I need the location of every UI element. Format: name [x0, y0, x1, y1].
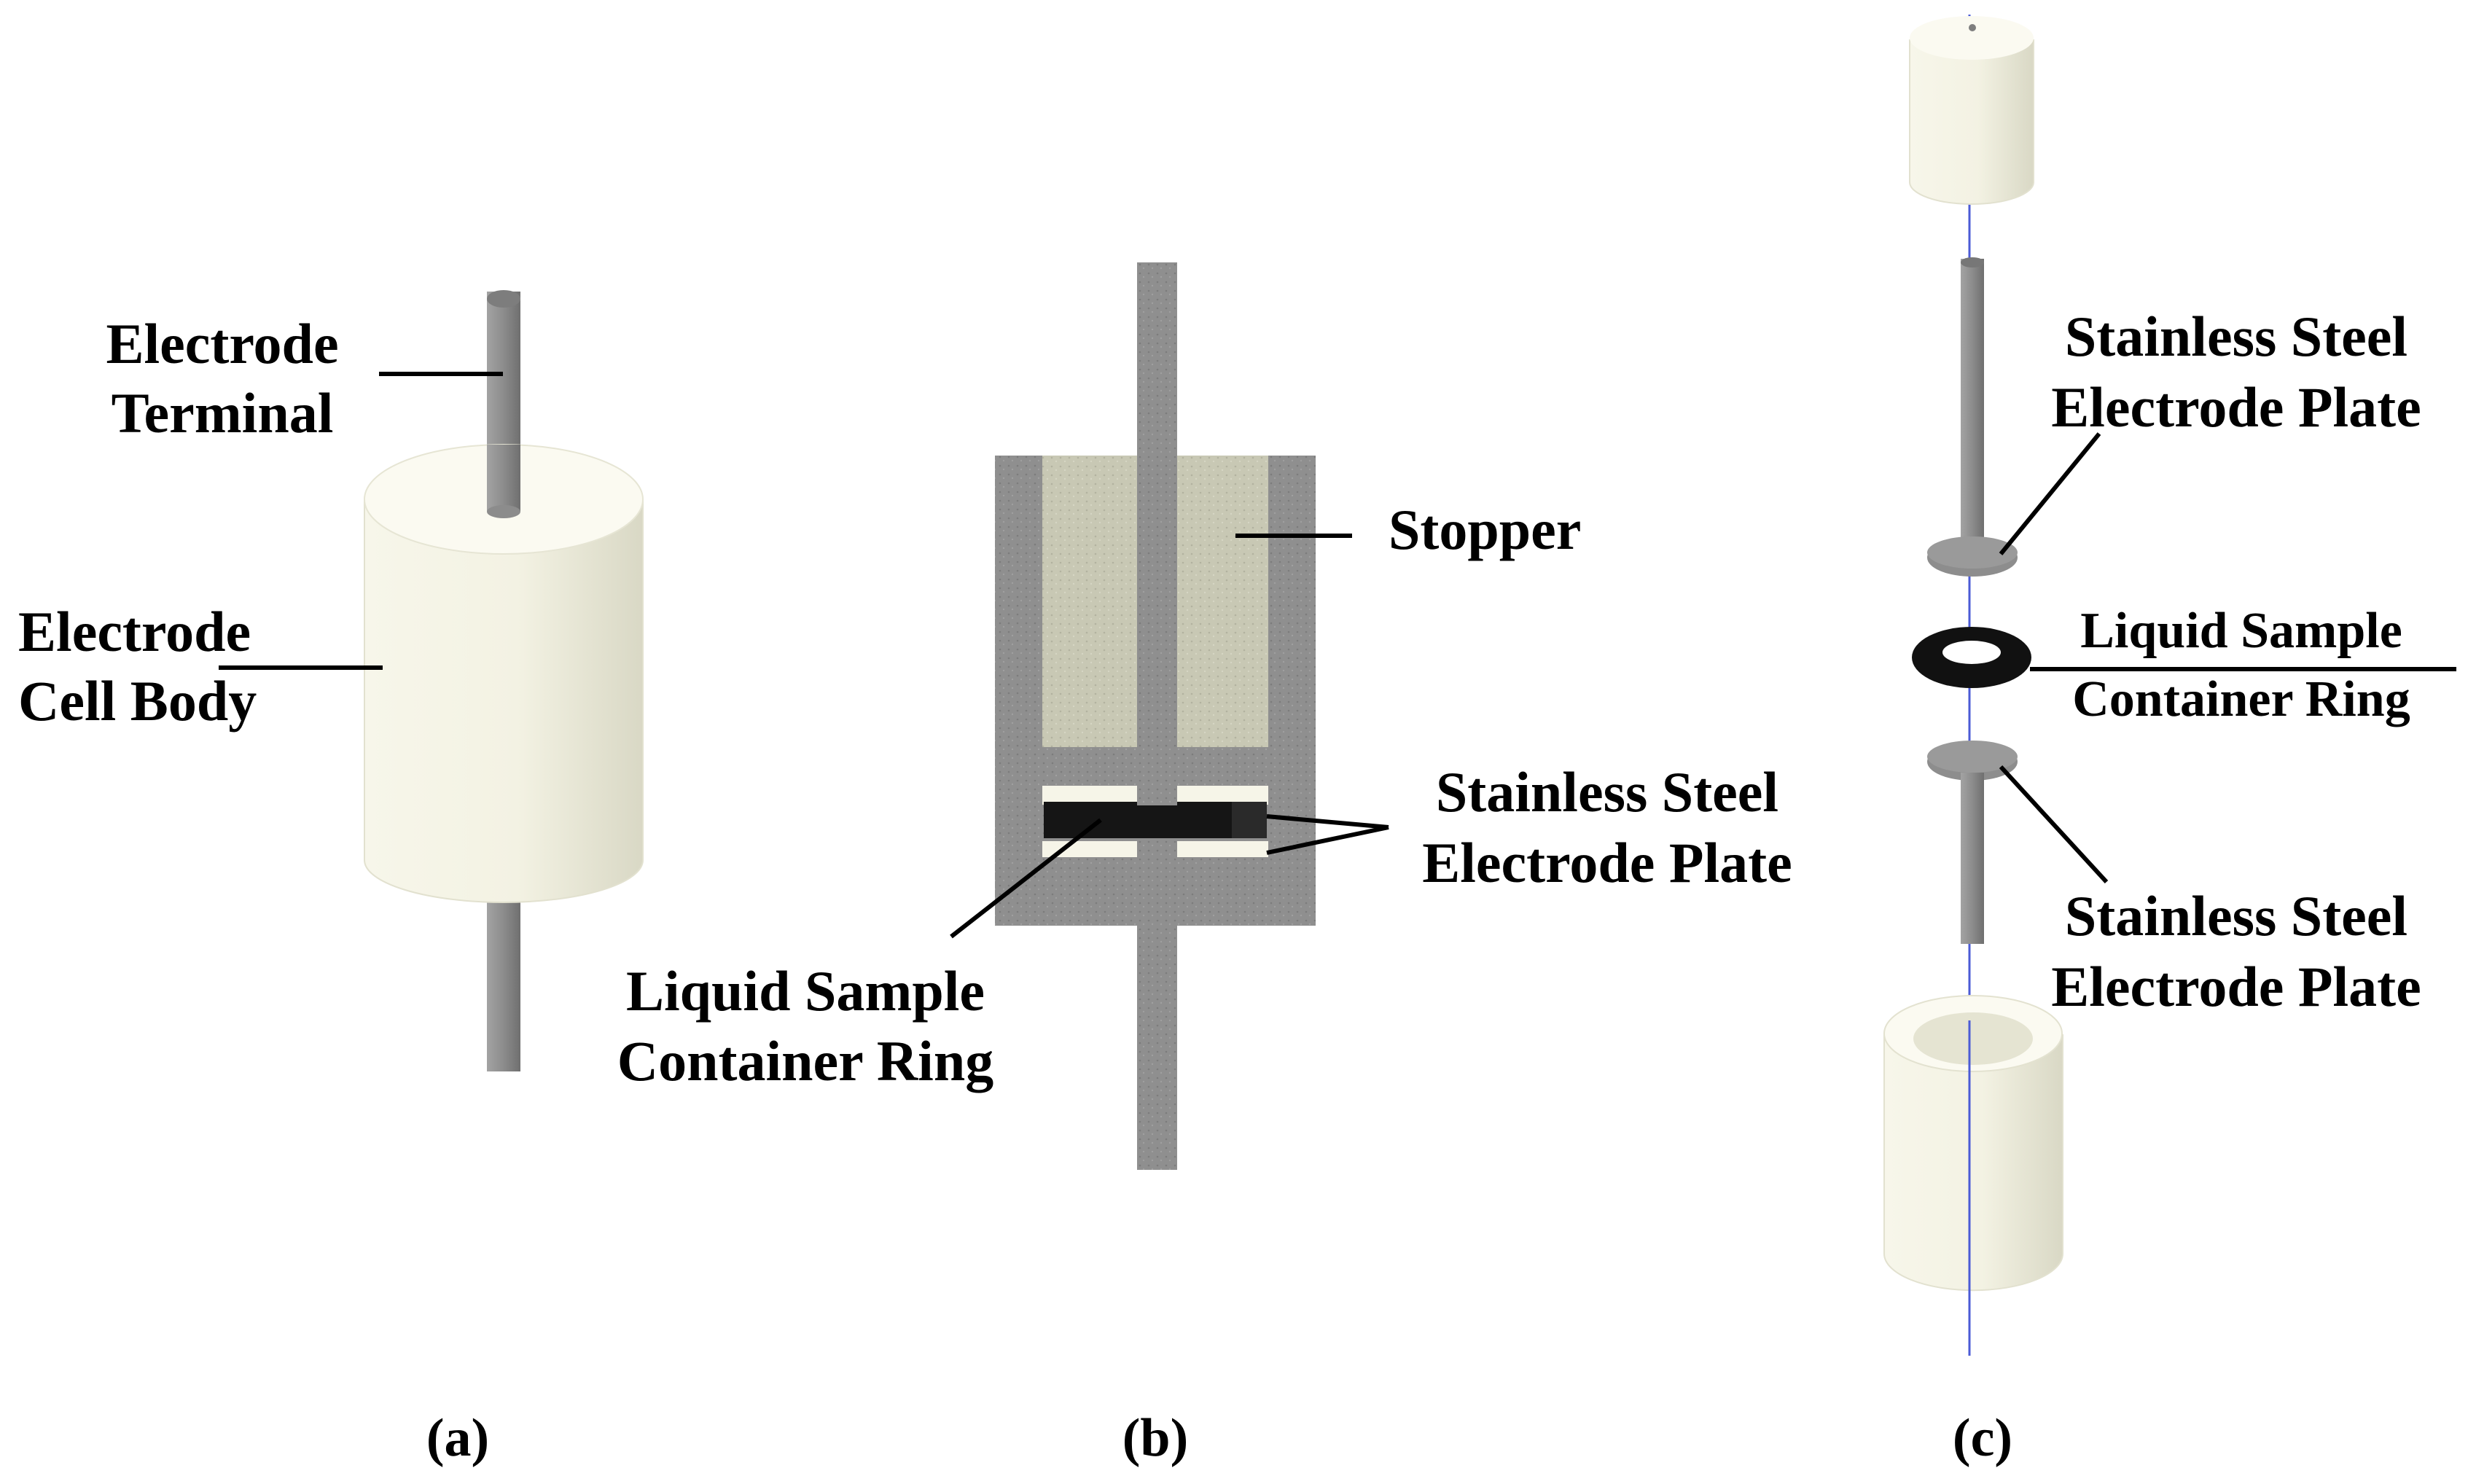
label-plate-b-line2: Electrode Plate	[1422, 831, 1792, 894]
electrode-terminal-rod-upper	[487, 445, 520, 512]
panel-a: Electrode Terminal Electrode Cell Body (…	[18, 290, 644, 1468]
rod-base	[487, 505, 520, 518]
ring-hole	[1942, 641, 2001, 664]
leader-bottom-plate	[1999, 765, 2109, 884]
caption-a: (a)	[426, 1408, 489, 1468]
label-electrode-cell-body-line2: Cell Body	[18, 669, 257, 733]
label-ring-c-line1: Liquid Sample	[2080, 603, 2402, 659]
top-cell-body-top	[1910, 16, 2034, 60]
label-electrode-cell-body-line1: Electrode	[18, 600, 251, 663]
top-plate-surface	[1927, 536, 2018, 569]
label-electrode-terminal-line2: Terminal	[112, 381, 334, 445]
label-ring-b-line1: Liquid Sample	[626, 959, 985, 1023]
caption-b: (b)	[1122, 1408, 1188, 1468]
label-top-plate-line1: Stainless Steel	[2065, 305, 2408, 368]
label-stopper: Stopper	[1389, 498, 1581, 561]
leader-plate-bottom	[1266, 825, 1389, 855]
label-electrode-terminal-line1: Electrode	[106, 312, 338, 375]
liquid-sample-container-ring	[1044, 802, 1267, 838]
caption-c: (c)	[1953, 1408, 2012, 1468]
panel-c: Stainless Steel Electrode Plate Liquid S…	[1883, 15, 2456, 1468]
bottom-plate-surface	[1927, 741, 2018, 773]
label-bottom-plate-line2: Electrode Plate	[2051, 955, 2421, 1018]
bottom-cell-body	[1883, 1034, 2063, 1292]
electrode-rod-top	[1137, 262, 1177, 805]
label-ring-b-line2: Container Ring	[617, 1029, 993, 1093]
top-electrode-rod	[1961, 259, 1984, 550]
label-plate-b-line1: Stainless Steel	[1436, 760, 1778, 824]
leader-container-ring	[950, 818, 1102, 939]
top-rod-tip	[1961, 257, 1984, 267]
label-ring-c-line2: Container Ring	[2072, 671, 2410, 727]
electrode-terminal-rod-tip	[487, 290, 520, 308]
top-cell-hole	[1969, 24, 1976, 31]
bottom-electrode-rod	[1961, 773, 1984, 944]
electrode-rod-bottom	[1137, 838, 1177, 1170]
electrode-cell-body	[364, 499, 644, 903]
ring-right-dark	[1232, 802, 1267, 838]
panel-b: Stopper Stainless Steel Electrode Plate …	[617, 262, 1792, 1468]
bottom-cell-bore	[1913, 1012, 2033, 1065]
leader-top-plate	[1999, 432, 2101, 555]
label-bottom-plate-line1: Stainless Steel	[2065, 884, 2408, 948]
label-top-plate-line2: Electrode Plate	[2051, 375, 2421, 439]
top-cell-body	[1909, 39, 2034, 205]
leader-plate-top	[1266, 814, 1389, 829]
